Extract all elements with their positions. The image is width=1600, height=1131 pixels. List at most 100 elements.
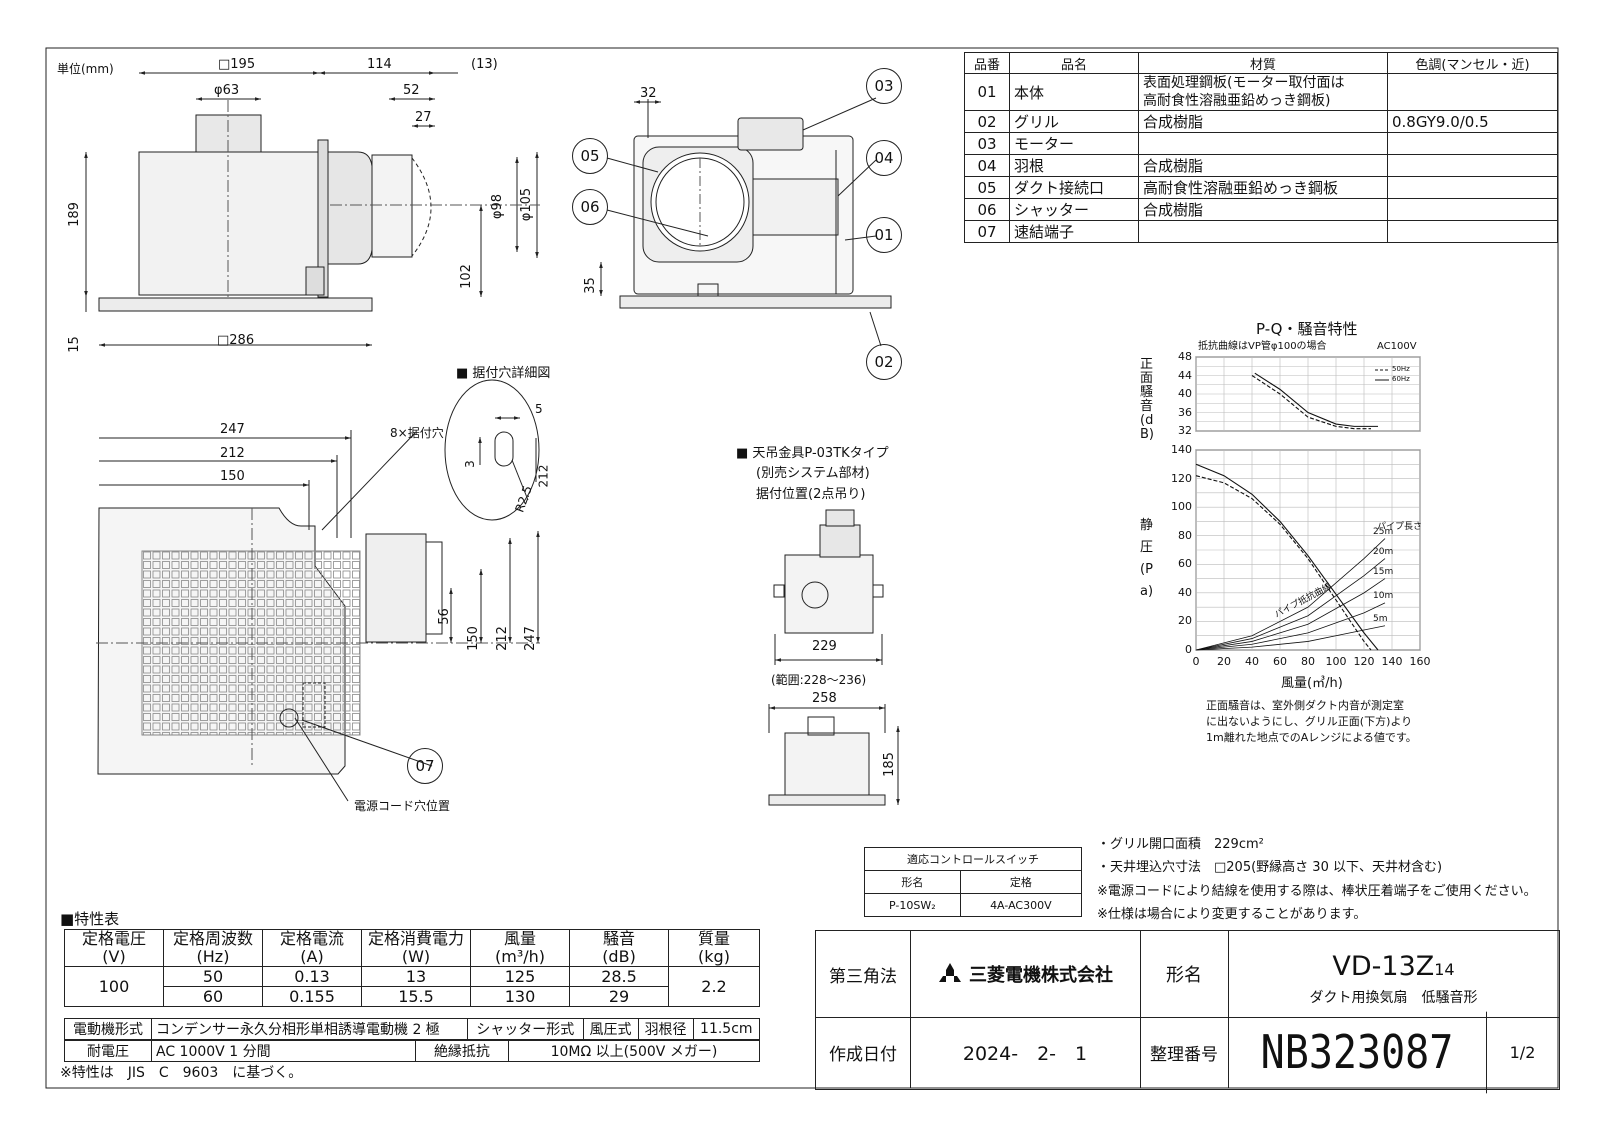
part-color xyxy=(1387,132,1558,155)
dim-258: 258 xyxy=(812,691,837,706)
power-cord-label: 電源コード穴位置 xyxy=(354,799,451,813)
dim-102: 102 xyxy=(458,264,474,289)
pipe-length-15m: 15m xyxy=(1373,566,1394,577)
dim-185: 185 xyxy=(881,752,897,777)
control-switch-rating: 4A-AC300V xyxy=(959,893,1083,917)
model-suffix: 14 xyxy=(1434,960,1455,979)
part-name: グリル xyxy=(1009,110,1139,133)
dim-189: 189 xyxy=(66,202,82,227)
callout-05: 05 xyxy=(572,138,608,174)
dim-32: 32 xyxy=(640,86,657,101)
spec-cell: 0.155 xyxy=(262,986,362,1007)
x-tick-label: 40 xyxy=(1245,655,1259,668)
callout-02: 02 xyxy=(866,344,902,380)
y-tick-label: 60 xyxy=(1178,557,1192,571)
spec-header-unit: (W) xyxy=(401,947,431,966)
spec-header-unit: (dB) xyxy=(602,947,636,966)
unit-label: 単位(mm) xyxy=(57,62,114,76)
part-name: シャッター xyxy=(1009,198,1139,221)
number-cell: NB323087 xyxy=(1228,1011,1487,1094)
spec-voltage: 100 xyxy=(64,966,164,1007)
part-color xyxy=(1387,73,1558,111)
part-color xyxy=(1387,154,1558,177)
dim-phi98: φ98 xyxy=(490,193,506,220)
parts-header: 品番 xyxy=(964,52,1010,74)
dim-150-h: 150 xyxy=(220,469,245,484)
spec-header: 定格消費電力(W) xyxy=(361,929,471,967)
control-switch-model: P-10SW₂ xyxy=(864,893,961,917)
chart-subtitle: 抵抗曲線はVP管φ100の場合 xyxy=(1198,341,1327,352)
series-60hz xyxy=(1254,372,1378,427)
x-axis-label: 風量(㎥/h) xyxy=(1281,676,1343,691)
model-number: VD-13Z xyxy=(1332,951,1435,982)
insulation-label: 絶縁抵抗 xyxy=(415,1040,509,1062)
blade-label: 羽根径 xyxy=(637,1018,694,1040)
x-tick-label: 0 xyxy=(1192,655,1200,668)
control-switch-title: 適応コントロールスイッチ xyxy=(864,847,1082,871)
dim-15: 15 xyxy=(66,336,82,353)
spec-header-unit: (Hz) xyxy=(196,947,230,966)
dim-247-v: 247 xyxy=(522,626,538,651)
part-material: 高耐食性溶融亜鉛めっき鋼板 xyxy=(1138,176,1388,199)
spec-header: 風量(m³/h) xyxy=(470,929,570,967)
withstand-label: 耐電圧 xyxy=(64,1040,152,1062)
dim-27: 27 xyxy=(415,110,432,125)
spec-table-extra2: 耐電圧 AC 1000V 1 分間 絶縁抵抗 10MΩ 以上(500V メガー) xyxy=(64,1040,761,1062)
x-tick-label: 120 xyxy=(1353,655,1375,668)
insulation-value: 10MΩ 以上(500V メガー) xyxy=(507,1040,761,1062)
model-cell: VD-13Z14 ダクト用換気扇 低騒音形 xyxy=(1228,931,1559,1018)
noise-ylabel: 正面騒音(dB) xyxy=(1140,357,1154,442)
spec-header-unit: (kg) xyxy=(698,947,730,966)
legend-50hz: 50Hz xyxy=(1392,365,1410,373)
pipe-length-25m: 25m xyxy=(1373,526,1394,537)
y-tick-label: 120 xyxy=(1171,471,1192,485)
spec-header-text: 風量 xyxy=(503,929,536,948)
spec-header-text: 定格周波数 xyxy=(172,929,253,948)
spec-title: ■特性表 xyxy=(60,910,120,928)
parts-header: 色調(マンセル・近) xyxy=(1387,52,1558,74)
projection-cell: 第三角法 xyxy=(816,931,911,1018)
y-tick-label: 48 xyxy=(1178,350,1192,363)
x-tick-label: 80 xyxy=(1301,655,1315,668)
hole-detail-title: ■ 据付穴詳細図 xyxy=(456,366,551,381)
part-name: ダクト接続口 xyxy=(1009,176,1139,199)
callout-04: 04 xyxy=(866,140,902,176)
spec-cell: 13 xyxy=(361,966,471,987)
plan-view xyxy=(96,379,540,802)
company-cell: 三菱電機株式会社 xyxy=(910,931,1141,1018)
part-no: 06 xyxy=(964,198,1010,221)
series-60hz xyxy=(1195,463,1379,651)
pipe-length-5m: 5m xyxy=(1373,613,1388,624)
mount-hole-label: 8×据付穴 xyxy=(390,426,444,440)
spec-header-text: 質量 xyxy=(697,929,730,948)
dim-range: (範囲:228～236) xyxy=(771,673,867,687)
dim-35: 35 xyxy=(582,277,598,294)
part-name: 羽根 xyxy=(1009,154,1139,177)
part-no: 03 xyxy=(964,132,1010,155)
spec-header: 定格電圧(V) xyxy=(64,929,164,967)
part-material: 合成樹脂 xyxy=(1138,110,1388,133)
chart-note-2: に出ないようにし、グリル正面(下方)より xyxy=(1206,715,1413,728)
spec-cell: 0.13 xyxy=(262,966,362,987)
y-tick-label: 40 xyxy=(1178,387,1192,400)
control-switch-table: 適応コントロールスイッチ 形名 定格 P-10SW₂ 4A-AC300V xyxy=(864,847,1083,917)
title-block: 第三角法 三菱電機株式会社 形名 VD-13Z14 ダクト用換気扇 低騒音形 作… xyxy=(815,930,1560,1094)
part-color: 0.8GY9.0/0.5 xyxy=(1387,110,1558,133)
spec-cell: 60 xyxy=(163,986,263,1007)
part-name: モーター xyxy=(1009,132,1139,155)
dim-212-h: 212 xyxy=(220,446,245,461)
part-no: 02 xyxy=(964,110,1010,133)
dim-114: 114 xyxy=(367,57,392,72)
blade-value: 11.5cm xyxy=(692,1018,761,1040)
spec-header-unit: (V) xyxy=(102,947,126,966)
spec-cell: 29 xyxy=(569,986,669,1007)
dim-247-h: 247 xyxy=(220,422,245,437)
part-no: 01 xyxy=(964,73,1010,111)
note-3: ※電源コードにより結線を使用する際は、棒状圧着端子をご使用ください。 xyxy=(1097,884,1537,899)
y-tick-label: 44 xyxy=(1178,368,1192,382)
spec-header: 騒音(dB) xyxy=(569,929,669,967)
series-5m xyxy=(1195,625,1386,651)
y-tick-label: 0 xyxy=(1185,643,1192,656)
part-name: 速結端子 xyxy=(1009,220,1139,243)
callout-07: 07 xyxy=(407,748,443,784)
